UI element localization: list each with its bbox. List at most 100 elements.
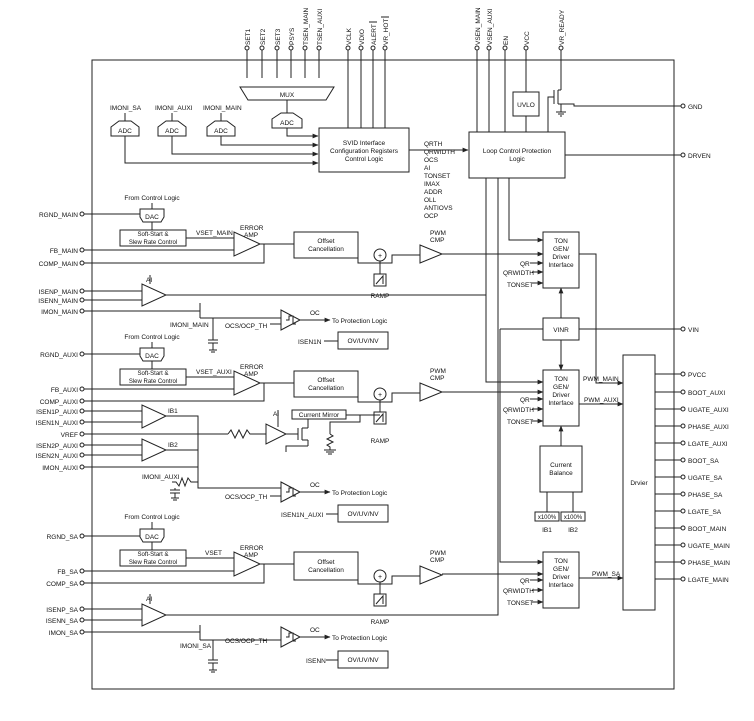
svg-text:BOOT_SA: BOOT_SA [688,458,719,465]
svg-text:OV/UV/NV: OV/UV/NV [347,511,379,518]
svg-text:x100%: x100% [538,515,557,521]
svg-text:VR_HOT: VR_HOT [383,19,390,45]
svg-text:Offset: Offset [317,377,334,384]
svg-text:VCC: VCC [524,31,531,45]
svg-text:ISEN1N_AUXI: ISEN1N_AUXI [281,512,323,519]
svg-text:VDIO: VDIO [359,29,366,45]
svg-text:IB2: IB2 [168,442,178,449]
svg-text:Driver: Driver [552,574,570,581]
svg-text:To Protection Logic: To Protection Logic [332,635,388,642]
pin-lgate-main: LGATE_MAIN [655,576,729,584]
svg-text:LGATE_MAIN: LGATE_MAIN [688,577,729,584]
svg-text:Configuration Registers: Configuration Registers [330,148,399,155]
pin-fb-auxi: FB_AUXI [51,386,85,394]
svg-text:OC: OC [310,482,320,489]
svg-text:ERROR: ERROR [240,225,264,232]
svg-text:ISEN2N_AUXI: ISEN2N_AUXI [36,453,78,460]
svg-text:AMP: AMP [244,552,258,559]
pin-vsen-auxi: VSEN_AUXI [486,8,494,132]
pin-set3: SET3 [274,28,282,78]
svg-text:PWM: PWM [430,550,446,557]
svg-text:RGND_AUXI: RGND_AUXI [40,352,78,359]
pin-ugate-main: UGATE_MAIN [655,542,730,550]
svg-text:Soft-Start &: Soft-Start & [137,232,168,238]
pin-boot-sa: BOOT_SA [655,457,719,465]
loop-control-protection-block: Loop Control Protection Logic [468,131,566,179]
pin-comp-sa: COMP_SA [46,580,85,588]
adc-imoni-sa: IMONI_SA ADC [110,105,319,166]
pin-isen2n-auxi: ISEN2N_AUXI [36,452,85,460]
svg-text:PWM: PWM [430,368,446,375]
svg-text:PSYS: PSYS [289,27,296,45]
svg-text:IB1: IB1 [542,527,552,534]
svg-text:QRWIDTH: QRWIDTH [503,407,534,414]
pin-imon-sa: IMON_SA [49,629,85,637]
svg-text:LGATE_AUXI: LGATE_AUXI [688,441,728,448]
svg-text:DAC: DAC [145,214,159,221]
svg-text:QR: QR [520,261,530,268]
svg-text:RAMP: RAMP [371,619,390,626]
svg-text:AI: AI [273,411,279,418]
svg-text:+: + [378,392,382,399]
pin-isenp-main: ISENP_MAIN [39,288,85,296]
svg-text:ADC: ADC [118,128,132,135]
pin-ugate-auxi: UGATE_AUXI [655,406,729,414]
svg-text:Slew Rate Control: Slew Rate Control [129,560,177,566]
svg-text:SET3: SET3 [275,28,282,45]
svg-text:From Control Logic: From Control Logic [124,334,180,341]
svg-text:BOOT_MAIN: BOOT_MAIN [688,526,727,533]
svg-text:RAMP: RAMP [371,293,390,300]
svg-text:LGATE_SA: LGATE_SA [688,509,722,516]
svg-text:AI: AI [146,596,152,603]
svg-text:OCS/OCP_TH: OCS/OCP_TH [225,323,268,330]
pin-isen2p-auxi: ISEN2P_AUXI [36,442,85,450]
pin-gnd: GND [561,103,703,111]
svg-text:Cancellation: Cancellation [308,385,344,392]
pin-vcc: VCC [523,31,531,92]
svg-text:CMP: CMP [430,557,444,564]
svg-text:IMON_AUXI: IMON_AUXI [42,465,78,472]
pin-rgnd-sa: RGND_SA [47,533,85,541]
top-pins: SET1 SET2 SET3 PSYS TSEN_MAIN TSEN_AUXI … [244,7,566,132]
pin-fb-main: FB_MAIN [50,247,85,255]
svg-text:CMP: CMP [430,237,444,244]
svg-text:ERROR: ERROR [240,364,264,371]
svg-text:AMP: AMP [244,371,258,378]
svg-text:COMP_MAIN: COMP_MAIN [39,261,79,268]
svg-text:VINR: VINR [553,327,569,334]
svg-text:PWM: PWM [430,230,446,237]
svg-text:AI: AI [424,165,430,172]
svg-text:TON: TON [554,558,568,565]
svg-text:x100%: x100% [564,515,583,521]
svg-text:ADC: ADC [280,120,294,127]
svg-text:GND: GND [688,104,703,111]
pin-fb-sa: FB_SA [57,568,85,576]
vr-ready-transistor [547,82,566,132]
adc-imoni-auxi: IMONI_AUXI ADC [155,105,319,157]
svg-text:Balance: Balance [549,470,573,477]
svg-text:EN: EN [503,36,510,45]
svg-text:Interface: Interface [548,400,574,407]
svg-text:IMAX: IMAX [424,181,441,188]
svg-text:PVCC: PVCC [688,372,706,379]
mux: MUX [239,86,335,113]
svg-text:TONSET: TONSET [507,600,533,607]
pin-rgnd-auxi: RGND_AUXI [40,351,85,359]
svg-text:QRWIDTH: QRWIDTH [503,588,534,595]
svg-text:COMP_SA: COMP_SA [46,581,78,588]
svg-text:Interface: Interface [548,582,574,589]
svg-text:TSEN_AUXI: TSEN_AUXI [317,9,324,45]
svg-text:From Control Logic: From Control Logic [124,195,180,202]
svg-text:IMONI_MAIN: IMONI_MAIN [170,322,209,329]
pin-phase-sa: PHASE_SA [655,491,723,499]
svg-text:UGATE_MAIN: UGATE_MAIN [688,543,730,550]
svg-text:ADC: ADC [214,128,228,135]
pin-vref: VREF [61,431,85,439]
svid-interface-block: SVID Interface Configuration Registers C… [318,127,469,173]
pin-isenp-sa: ISENP_SA [46,606,85,614]
pin-isen1n-auxi: ISEN1N_AUXI [36,419,85,427]
svg-text:VSET_MAIN: VSET_MAIN [196,230,233,237]
svg-text:Driver: Driver [552,392,570,399]
svg-text:MUX: MUX [280,92,295,99]
